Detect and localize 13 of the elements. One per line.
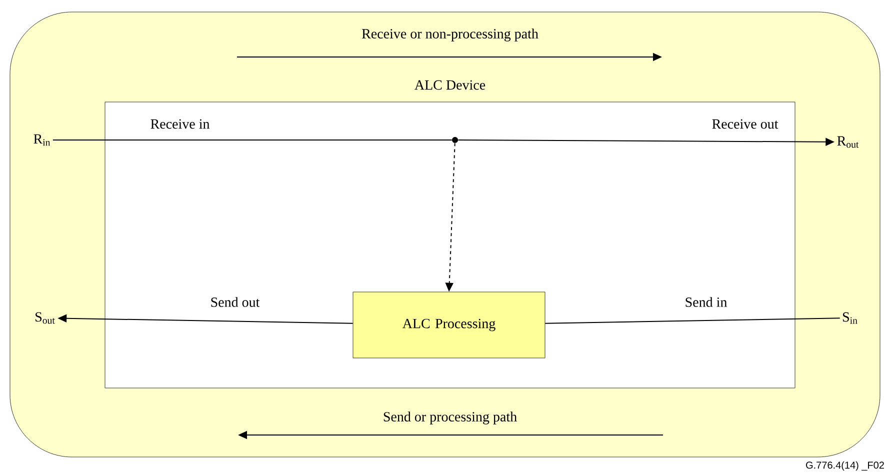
edge-label: Send out [211,297,260,307]
port-label: S$_{in}$ [843,312,858,324]
figure-id: G.776.4(14) _F02 [806,461,884,471]
port-label: R$_{in}$ [34,134,50,146]
port-label: R$_{out}$ [837,136,859,148]
path-label: Send or processing path [384,412,517,424]
edge-label: Send in [686,297,727,307]
process-box: ALC Processing [352,292,546,358]
edge-label: Receive out [712,119,778,129]
path-label: Receive or non-processing path [362,28,538,42]
edge-label: Receive in [150,119,210,129]
box-heading: ALC Device [414,80,486,90]
port-label: S$_{out}$ [36,312,55,324]
